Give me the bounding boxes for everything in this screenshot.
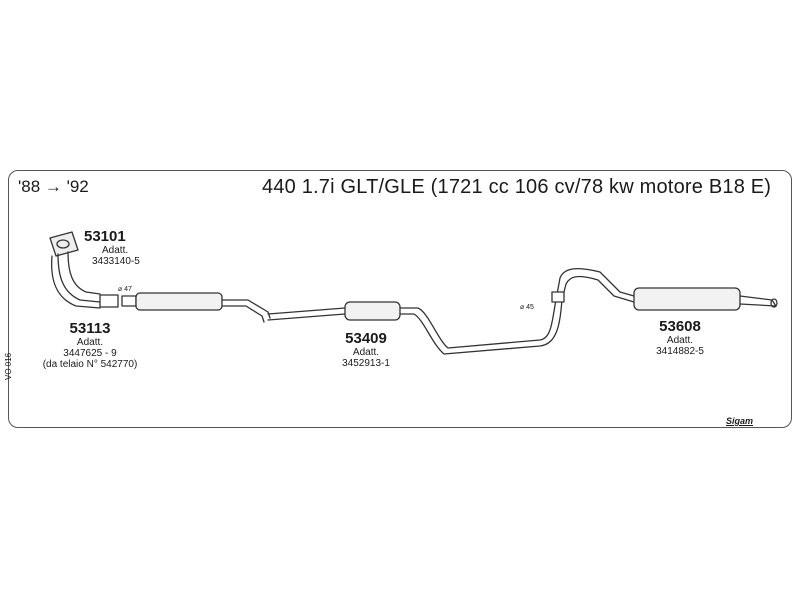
downpipe-53113 (57, 253, 101, 303)
part-code: 53101 (84, 228, 126, 245)
adatt-label: Adatt. (102, 245, 129, 256)
adatt-label: Adatt. (666, 335, 694, 346)
part-label-53409: 53409 Adatt. 3452913-1 (342, 330, 390, 369)
brand-logo: Sigam (726, 416, 754, 426)
diagram-frame (8, 170, 792, 428)
years-range: '88 → '92 (18, 177, 89, 196)
part-ref: 3447625 - 9 (63, 348, 117, 359)
part-code: 53608 (659, 318, 701, 335)
catalog-code: VO 016 (4, 352, 13, 380)
part-label-53113: 53113 Adatt. 3447625 - 9 (da telaio N° 5… (43, 320, 138, 370)
diameter-label-47: ⌀ 47 (118, 286, 132, 293)
part-label-53608: 53608 Adatt. 3414882-5 (656, 318, 704, 357)
manifold-flange (49, 231, 79, 257)
adatt-label: Adatt. (352, 347, 380, 358)
middle-resonator (344, 301, 401, 321)
part-label-53101: 53101 Adatt. 3433140-5 (84, 228, 140, 267)
adatt-label: Adatt. (76, 337, 104, 348)
part-code: 53409 (345, 330, 387, 347)
part-ref: 3452913-1 (342, 358, 390, 369)
part-ref: 3433140-5 (92, 256, 140, 267)
rear-muffler (633, 287, 741, 311)
page-title: 440 1.7i GLT/GLE (1721 cc 106 cv/78 kw m… (262, 176, 772, 198)
part-ref: 3414882-5 (656, 346, 704, 357)
diameter-label-45: ⌀ 45 (520, 304, 534, 311)
part-code: 53113 (69, 320, 111, 337)
front-muffler (135, 292, 223, 311)
part-note: (da telaio N° 542770) (42, 359, 138, 370)
